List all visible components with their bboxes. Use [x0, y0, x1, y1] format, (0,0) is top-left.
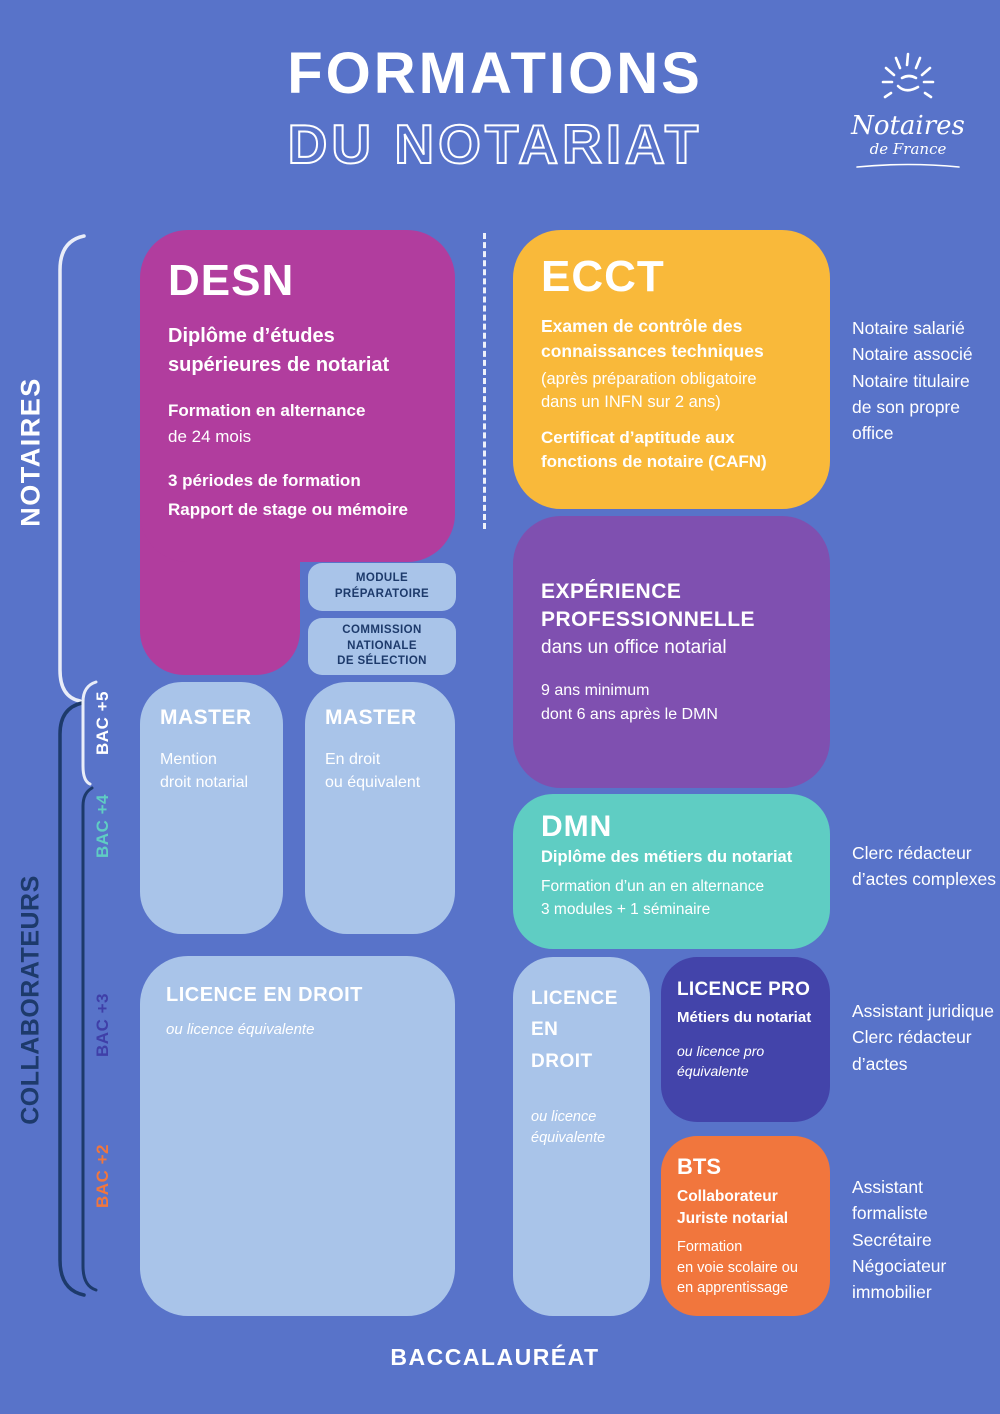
desn-subtitle: Diplôme d’études supérieures de notariat	[168, 325, 390, 376]
logo-name: Notaires	[851, 111, 965, 141]
notaires-de-france-logo: Notaires de France	[838, 50, 978, 176]
dmn-box: DMN Diplôme des métiers du notariat Form…	[513, 794, 830, 949]
desn-details: 3 périodes de formation Rapport de stage…	[168, 470, 408, 519]
ecct-prep-text: (après préparation obligatoire dans un I…	[541, 370, 757, 412]
master-right-title: MASTER	[325, 706, 417, 729]
master-left-detail: Mention droit notarial	[160, 751, 249, 792]
dmn-subtitle: Diplôme des métiers du notariat	[541, 848, 793, 866]
rail-label-collaborateurs: COLLABORATEURS	[16, 875, 45, 1125]
experience-professionnelle-box: EXPÉRIENCE PROFESSIONNELLE dans un offic…	[513, 516, 830, 788]
ecct-box: ECCT Examen de contrôle des connaissance…	[513, 230, 830, 509]
rail-label-bac-plus-3: BAC +3	[93, 993, 112, 1057]
logo-region: de France	[869, 140, 947, 159]
licence-pro-subtitle: Métiers du notariat	[677, 1009, 812, 1026]
dmn-roles-annotation: Clerc rédacteur d’actes complexes	[852, 843, 996, 890]
logo-flourish	[856, 164, 960, 169]
licence-right-detail: ou licence équivalente	[531, 1109, 606, 1147]
desn-box: DESN Diplôme d’études supérieures de not…	[140, 230, 455, 562]
licence-en-droit-left-box: LICENCE EN DROIT ou licence équivalente	[140, 956, 455, 1316]
ecct-cafn-text: Certificat d’aptitude aux fonctions de n…	[541, 428, 767, 471]
licence-left-detail: ou licence équivalente	[166, 1021, 315, 1038]
bts-roles-annotation: Assistant formaliste Secrétaire Négociat…	[852, 1177, 947, 1302]
licence-pro-box: LICENCE PRO Métiers du notariat ou licen…	[661, 957, 830, 1122]
commission-nationale-pill: COMMISSION NATIONALE DE SÉLECTION	[308, 618, 456, 675]
bts-box: BTS Collaborateur Juriste notarial Forma…	[661, 1136, 830, 1316]
rail-label-bac-plus-5: BAC +5	[93, 691, 112, 755]
page-title-line1: FORMATIONS	[287, 41, 703, 106]
experience-subtitle: dans un office notarial	[541, 636, 727, 658]
rail-label-bac-plus-2: BAC +2	[93, 1144, 112, 1208]
dmn-detail: Formation d’un an en alternance 3 module…	[541, 878, 765, 919]
desn-alternance-title: Formation en alternance	[168, 401, 366, 420]
master-droit-notarial-box: MASTER Mention droit notarial	[140, 682, 283, 934]
rail-label-notaires: NOTAIRES	[15, 377, 46, 527]
master-right-detail: En droit ou équivalent	[325, 751, 421, 792]
dmn-title: DMN	[541, 810, 613, 843]
ecct-title: ECCT	[541, 252, 665, 301]
master-left-title: MASTER	[160, 706, 252, 729]
ecct-exam-text: Examen de contrôle des connaissances tec…	[541, 316, 764, 361]
column-divider-dashed-line	[483, 233, 486, 529]
bts-title: BTS	[677, 1154, 721, 1179]
licence-pro-title: LICENCE PRO	[677, 979, 811, 1000]
ecct-roles-annotation: Notaire salarié Notaire associé Notaire …	[852, 318, 973, 443]
licence-left-title: LICENCE EN DROIT	[166, 984, 363, 1006]
bts-detail: Formation en voie scolaire ou en apprent…	[677, 1239, 798, 1296]
licence-right-title: LICENCE EN DROIT	[531, 988, 618, 1072]
licence-en-droit-right-box: LICENCE EN DROIT ou licence équivalente	[513, 957, 650, 1316]
licence-pro-detail: ou licence pro équivalente	[677, 1043, 765, 1079]
desn-alternance-detail: de 24 mois	[168, 427, 252, 447]
page-title-line2: DU NOTARIAT	[287, 112, 703, 176]
sun-scribble-icon	[875, 52, 941, 112]
baccalaureat-label: BACCALAURÉAT	[390, 1344, 600, 1370]
bts-subtitle: Collaborateur Juriste notarial	[677, 1188, 789, 1227]
module-preparatoire-pill: MODULE PRÉPARATOIRE	[308, 563, 456, 611]
master-droit-box: MASTER En droit ou équivalent	[305, 682, 455, 934]
experience-title: EXPÉRIENCE PROFESSIONNELLE	[541, 580, 756, 632]
licence-pro-roles-annotation: Assistant juridique Clerc rédacteur d’ac…	[852, 1001, 995, 1074]
rail-label-bac-plus-4: BAC +4	[93, 794, 112, 858]
desn-title: DESN	[168, 256, 295, 305]
experience-detail: 9 ans minimum dont 6 ans après le DMN	[541, 681, 718, 723]
